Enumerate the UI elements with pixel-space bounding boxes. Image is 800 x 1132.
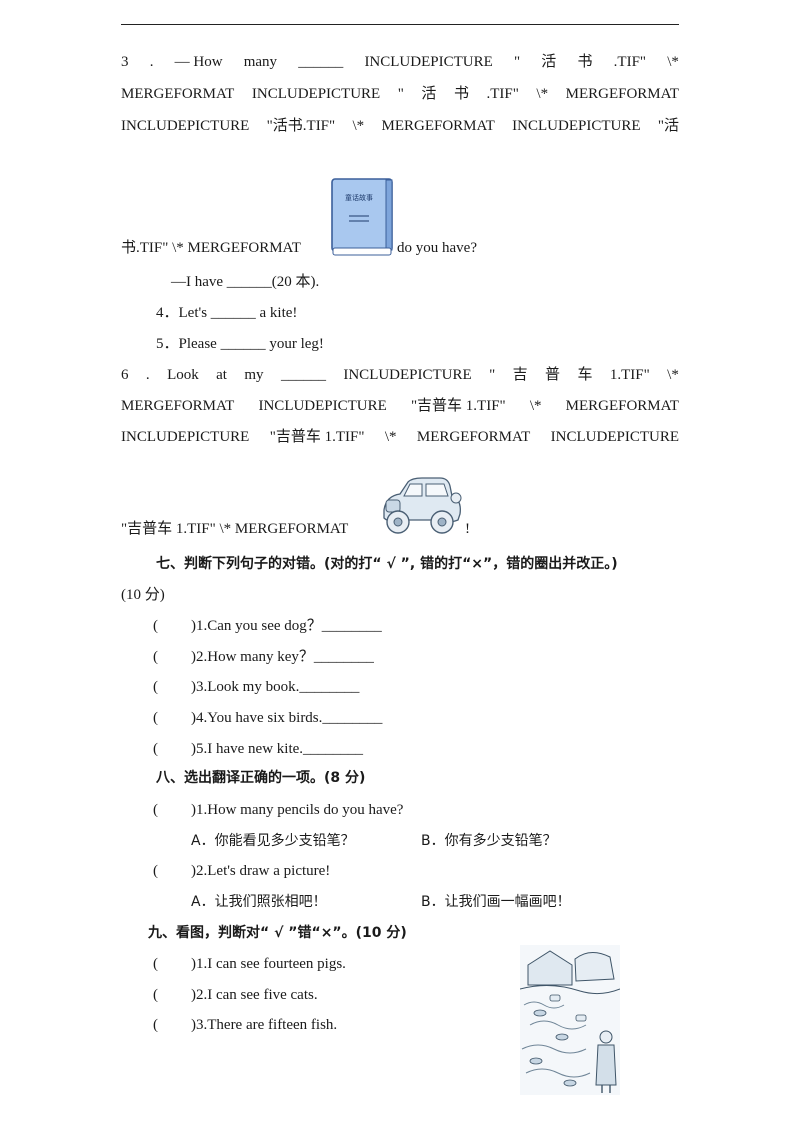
sec8-question-1: ()1.How many pencils do you have? — [153, 802, 404, 818]
q6-line4-right: ! — [465, 521, 470, 537]
q3.line3-word: MERGEFORMAT — [381, 118, 495, 134]
q3.line1-word: \* — [667, 54, 679, 70]
q3.line1-word: 3 — [121, 54, 129, 70]
q3-line1: 3. — How many ______ INCLUDEPICTURE " 活 书 .TIF" \… — [121, 52, 679, 72]
sec8-question-2: ()2.Let's draw a picture! — [153, 863, 331, 879]
sec7-item-4: ()4.You have six birds.________ — [153, 710, 383, 726]
q3.line1-word: 书 — [577, 54, 593, 70]
q3.line2-word: 书 — [453, 86, 469, 102]
sec7-item-5: ()5.I have new kite.________ — [153, 741, 364, 757]
q3.line2-word: \* — [536, 86, 549, 102]
farm-scene-picture — [520, 945, 620, 1095]
q6.line1-word: " — [489, 367, 496, 383]
sec7-item-1: ()1.Can you see dog？________ — [153, 618, 382, 634]
q3.line1-word: ______ — [298, 54, 344, 70]
q3.line2-word: INCLUDEPICTURE — [251, 86, 381, 102]
q6.line1-word: 普 — [545, 367, 561, 383]
q3-line4-left: 书.TIF" \* MERGEFORMAT — [121, 240, 301, 256]
q6.line1-word: 吉 — [512, 367, 528, 383]
book-cover-title: 童话故事 — [345, 193, 373, 202]
q6-line2: MERGEFORMAT INCLUDEPICTURE "吉普车 1.TIF" \* ME… — [121, 396, 679, 416]
q6.line3-word: \* — [384, 429, 397, 445]
sec8-q2-option-a: A．让我们照张相吧！ — [191, 894, 327, 910]
sec8-q1-option-a: A．你能看见多少支铅笔？ — [191, 833, 355, 849]
q6.line2-word: "吉普车 1.TIF" — [410, 398, 506, 414]
q3.line1-word: .TIF" — [613, 54, 647, 70]
q3.line2-word: MERGEFORMAT — [121, 86, 235, 102]
q3-line4-right: do you have? — [397, 240, 477, 256]
q3.line1-word: — How — [174, 54, 223, 70]
q6.line1-word: INCLUDEPICTURE — [343, 367, 472, 383]
section-7-title: 七、判断下列句子的对错。(对的打“ √ ”, 错的打“×”，错的圈出并改正。) — [156, 556, 618, 572]
q6-line1: 6. Look at my ______ INCLUDEPICTURE " 吉 普车 1.TIF"… — [121, 365, 679, 385]
q6.line3-word: "吉普车 1.TIF" — [269, 429, 365, 445]
q6.line2-word: INCLUDEPICTURE — [258, 398, 387, 414]
q3.line2-word: 活 — [421, 86, 437, 102]
q3.line2-word: " — [397, 86, 404, 102]
q3.line1-word: many — [243, 54, 278, 70]
q3.line1-word: INCLUDEPICTURE — [364, 54, 493, 70]
q6.line1-word: at — [216, 367, 227, 383]
q6.line2-word: \* — [529, 398, 542, 414]
sec9-item-2: ()2.I can see five cats. — [153, 987, 318, 1003]
sec7-item-2: ()2.How many key？________ — [153, 649, 374, 665]
storybook-picture: 童话故事 — [331, 178, 393, 256]
q6-line3: INCLUDEPICTURE "吉普车 1.TIF" \* MERGEFORMAT IN… — [121, 427, 679, 447]
q6.line2-word: MERGEFORMAT — [565, 398, 679, 414]
q6.line3-word: INCLUDEPICTURE — [121, 429, 250, 445]
section-8-title: 八、选出翻译正确的一项。(8 分) — [156, 770, 366, 786]
sec9-item-3: ()3.There are fifteen fish. — [153, 1017, 338, 1033]
q6.line1-word: 6 — [121, 367, 129, 383]
q6.line3-word: INCLUDEPICTURE — [550, 429, 679, 445]
q3.line1-word: . — [149, 54, 154, 70]
q3-answer: —I have ______(20 本). — [171, 274, 320, 290]
section-9-title: 九、看图，判断对“ √ ”错“×”。(10 分) — [148, 925, 407, 941]
header-rule — [121, 24, 679, 25]
q6.line1-word: ______ — [280, 367, 326, 383]
sec7-item-3: ()3.Look my book.________ — [153, 679, 360, 695]
q3.line3-word: \* — [352, 118, 365, 134]
q3.line1-word: 活 — [541, 54, 557, 70]
q3.line3-word: "活书.TIF" — [266, 118, 336, 134]
q6.line1-word: 车 — [577, 367, 593, 383]
q6.line1-word: \* — [667, 367, 679, 383]
q6.line3-word: MERGEFORMAT — [416, 429, 531, 445]
q5: 5．Please ______ your leg! — [156, 336, 324, 352]
sec9-item-1: ()1.I can see fourteen pigs. — [153, 956, 346, 972]
q3.line3-word: "活 — [657, 118, 679, 134]
jeep-picture — [383, 477, 462, 534]
q3-line2: MERGEFORMAT INCLUDEPICTURE " 活书 .TIF" \* MERGE… — [121, 84, 679, 104]
q3.line2-word: .TIF" — [486, 86, 519, 102]
q3.line1-word: " — [513, 54, 521, 70]
sec8-q1-option-b: B．你有多少支铅笔？ — [421, 833, 557, 849]
q6.line2-word: MERGEFORMAT — [121, 398, 235, 414]
q3-line3: INCLUDEPICTURE "活书.TIF" \* MERGEFORMAT INCLU… — [121, 116, 679, 136]
q3.line3-word: INCLUDEPICTURE — [512, 118, 641, 134]
q3.line2-word: MERGEFORMAT — [565, 86, 679, 102]
q6.line1-word: my — [244, 367, 264, 383]
q6-line4-left: "吉普车 1.TIF" \* MERGEFORMAT — [121, 521, 349, 537]
q3.line3-word: INCLUDEPICTURE — [121, 118, 250, 134]
q6.line1-word: . — [145, 367, 150, 383]
sec8-q2-option-b: B．让我们画一幅画吧！ — [421, 894, 571, 910]
section-7-score: (10 分) — [121, 587, 165, 603]
q4: 4．Let's ______ a kite! — [156, 305, 298, 321]
q6.line1-word: Look — [167, 367, 199, 383]
q6.line1-word: 1.TIF" — [609, 367, 650, 383]
